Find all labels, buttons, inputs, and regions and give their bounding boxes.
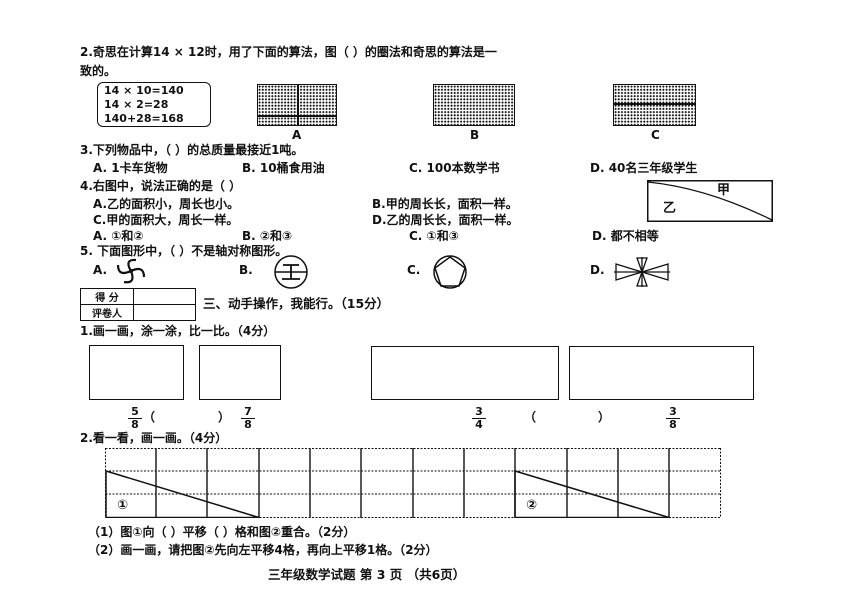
grader-label: 评卷人 bbox=[80, 304, 134, 321]
fraction-3-8-num: 3 bbox=[666, 406, 680, 419]
s3-sub2: （2）画一画，请把图②先向左平移4格，再向上平移1格。（2分） bbox=[88, 543, 438, 557]
dot-array-a bbox=[257, 84, 337, 126]
q5-label-a: A. bbox=[93, 263, 108, 277]
pentagon-in-circle-shape bbox=[430, 255, 470, 293]
q4-stem: 4.右图中，说法正确的是（ ） bbox=[80, 179, 242, 193]
dot-array-c bbox=[613, 84, 696, 126]
fraction-3-4-den: 4 bbox=[475, 418, 483, 431]
fig-label-yi: 乙 bbox=[663, 201, 677, 216]
translation-grid-svg bbox=[105, 448, 721, 519]
q4-choice-c: C. ①和③ bbox=[409, 229, 459, 243]
q3-option-b: B. 10桶食用油 bbox=[242, 161, 325, 175]
q4-option-d: D.乙的周长长，面积一样。 bbox=[372, 213, 519, 227]
q4-choice-a: A. ①和② bbox=[93, 229, 144, 243]
section3-title: 三、动手操作，我能行。（15分） bbox=[203, 296, 390, 311]
fraction-5-8-den: 8 bbox=[131, 418, 139, 431]
q4-choice-b: B. ②和③ bbox=[242, 229, 293, 243]
grid-mark-1: ① bbox=[117, 498, 129, 513]
compare-paren-left-2: （ bbox=[524, 410, 537, 424]
s3-sub1: （1）图①向（ ）平移（ ）格和图②重合。（2分） bbox=[88, 525, 356, 539]
calc-line-2: 14 × 2=28 bbox=[104, 98, 169, 111]
label-c: C bbox=[651, 128, 660, 142]
q4-figure: 甲 乙 bbox=[647, 180, 773, 222]
compare-paren-right-2: ） bbox=[598, 410, 611, 424]
draw-box-4[interactable] bbox=[569, 346, 754, 400]
fraction-3-8: 3 8 bbox=[666, 406, 680, 431]
label-a: A bbox=[292, 128, 302, 142]
grader-cell[interactable] bbox=[133, 304, 196, 321]
q5-label-d: D. bbox=[590, 263, 605, 277]
q5-label-c: C. bbox=[407, 263, 421, 277]
draw-box-1[interactable] bbox=[89, 345, 184, 400]
circle-with-symbol-shape bbox=[262, 255, 320, 293]
q3-option-d: D. 40名三年级学生 bbox=[590, 161, 698, 175]
pinwheel-shape-icon bbox=[114, 257, 148, 289]
calc-box: 14 × 10=140 14 × 2=28 140+28=168 bbox=[97, 82, 211, 127]
score-cell[interactable] bbox=[133, 288, 196, 305]
fraction-7-8-num: 7 bbox=[241, 406, 255, 419]
dot-array-b bbox=[433, 84, 515, 126]
grid-mark-2: ② bbox=[526, 498, 538, 513]
translation-grid: ① ② bbox=[105, 448, 721, 519]
fraction-3-8-den: 8 bbox=[669, 418, 677, 431]
q4-option-b: B.甲的周长长，面积一样。 bbox=[372, 197, 518, 211]
score-table: 得 分 评卷人 bbox=[80, 288, 196, 321]
q5-label-b: B. bbox=[239, 263, 253, 277]
score-label: 得 分 bbox=[80, 288, 134, 305]
bowtie-shape bbox=[612, 255, 672, 293]
calc-line-3: 140+28=168 bbox=[104, 112, 184, 125]
q4-option-c: C.甲的面积大，周长一样。 bbox=[93, 213, 239, 227]
q4-choice-d: D. 都不相等 bbox=[592, 229, 659, 243]
fig-label-jia: 甲 bbox=[717, 183, 731, 198]
q3-stem: 3.下列物品中，（ ）的总质量最接近1吨。 bbox=[80, 143, 304, 157]
q2-stem-line2: 致的。 bbox=[80, 64, 117, 78]
fraction-7-8: 7 8 bbox=[241, 406, 255, 431]
fraction-7-8-den: 8 bbox=[244, 418, 252, 431]
draw-box-3[interactable] bbox=[371, 346, 559, 400]
label-b: B bbox=[470, 128, 480, 142]
q5-stem: 5. 下面图形中，（ ）不是轴对称图形。 bbox=[80, 244, 288, 258]
q2-stem-line1: 2.奇思在计算14 × 12时，用了下面的算法，图（ ）的圈法和奇思的算法是一 bbox=[80, 45, 497, 59]
q3-option-c: C. 100本数学书 bbox=[409, 161, 500, 175]
page-footer: 三年级数学试题 第 3 页 （共6页） bbox=[268, 567, 466, 582]
q4-option-a: A.乙的面积小，周长也小。 bbox=[93, 197, 240, 211]
s3-q2-stem: 2.看一看，画一画。（4分） bbox=[80, 431, 228, 445]
compare-paren-right-1: ） bbox=[218, 410, 231, 424]
fraction-5-8: 5 8 bbox=[128, 406, 142, 431]
q4-figure-svg bbox=[647, 180, 773, 222]
draw-box-2[interactable] bbox=[199, 345, 281, 400]
compare-paren-left-1: （ bbox=[143, 410, 156, 424]
fraction-5-8-num: 5 bbox=[128, 406, 142, 419]
q3-option-a: A. 1卡车货物 bbox=[93, 161, 168, 175]
calc-line-1: 14 × 10=140 bbox=[104, 84, 184, 97]
s3-q1-stem: 1.画一画，涂一涂，比一比。（4分） bbox=[80, 324, 276, 338]
fraction-3-4-num: 3 bbox=[472, 406, 486, 419]
fraction-3-4: 3 4 bbox=[472, 406, 486, 431]
